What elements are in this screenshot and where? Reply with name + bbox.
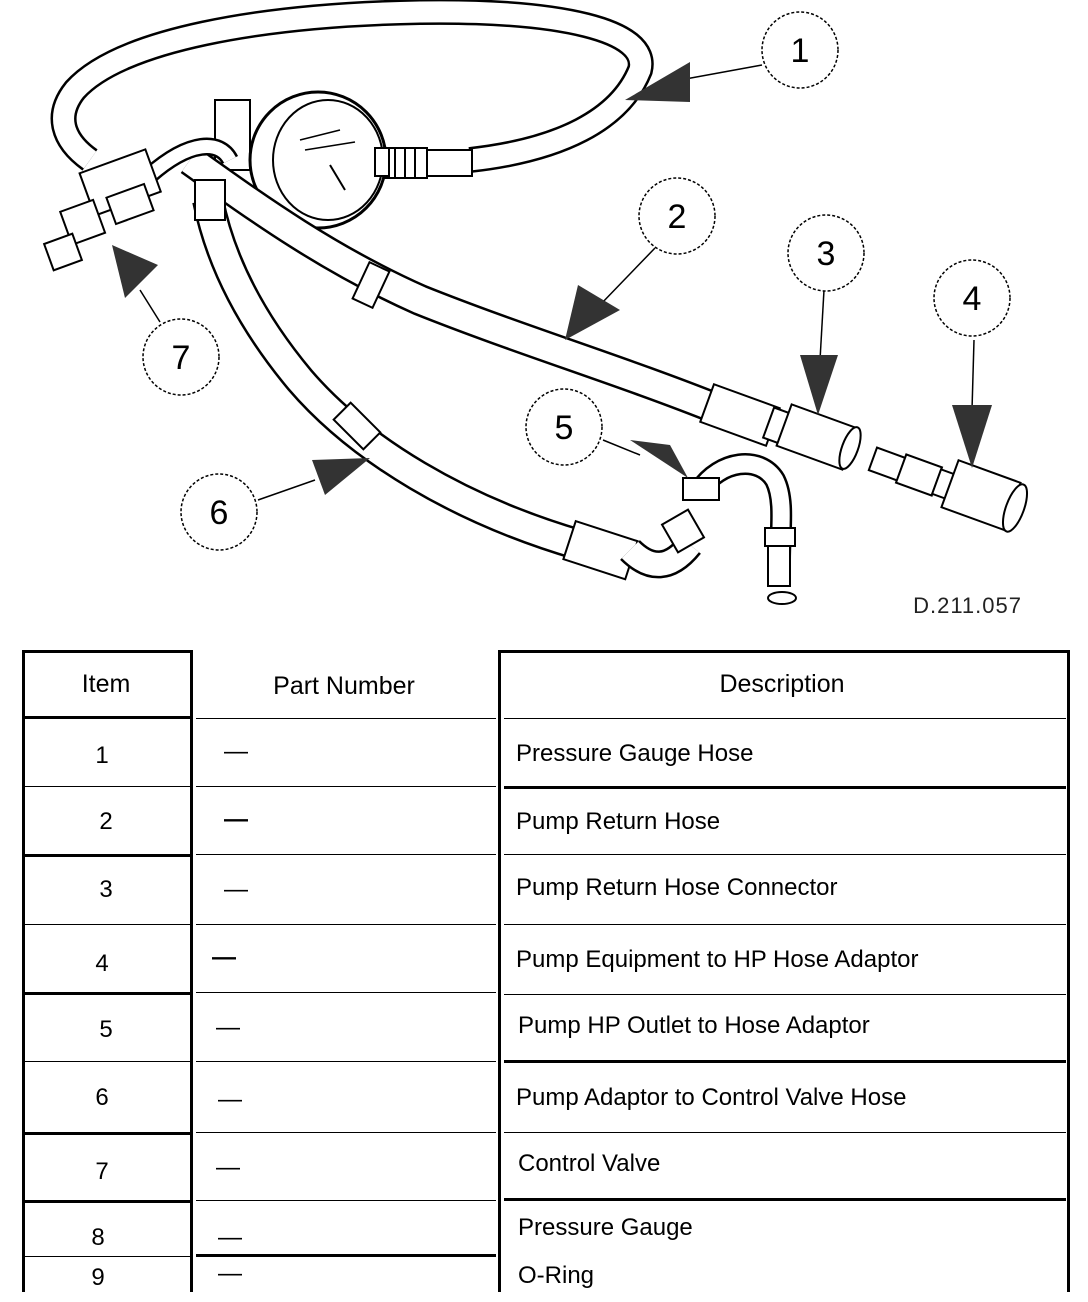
row-divider bbox=[504, 718, 1066, 719]
table-border-top bbox=[22, 650, 190, 653]
svg-text:3: 3 bbox=[817, 235, 836, 273]
row-description: O-Ring bbox=[518, 1262, 595, 1289]
callout-3: 3 bbox=[787, 214, 865, 292]
row-divider bbox=[22, 1200, 190, 1203]
row-part-number: — bbox=[224, 876, 248, 903]
row-part-number: — bbox=[216, 1014, 240, 1041]
row-divider bbox=[22, 1061, 190, 1062]
row-divider bbox=[196, 924, 496, 925]
svg-text:5: 5 bbox=[555, 409, 574, 447]
row-divider bbox=[196, 992, 496, 993]
row-divider bbox=[196, 1254, 496, 1257]
leader-arrows bbox=[112, 62, 992, 501]
row-divider bbox=[22, 1132, 190, 1135]
row-item-number: 8 bbox=[91, 1224, 105, 1251]
callout-6: 6 bbox=[180, 473, 258, 551]
header-description: Description bbox=[719, 670, 845, 698]
row-description: Pressure Gauge Hose bbox=[516, 740, 754, 767]
row-divider bbox=[22, 992, 190, 995]
row-description: Pump HP Outlet to Hose Adaptor bbox=[518, 1012, 870, 1039]
row-part-number: — bbox=[224, 806, 248, 833]
row-item-number: 4 bbox=[95, 950, 109, 977]
hose-assembly-diagram: 1 2 3 4 5 6 7 D.211.057 bbox=[42, 0, 1029, 618]
row-divider bbox=[22, 786, 190, 787]
callout-5: 5 bbox=[525, 388, 603, 466]
row-item-number: 6 bbox=[95, 1084, 109, 1111]
callout-4: 4 bbox=[933, 259, 1011, 337]
row-item-number: 3 bbox=[99, 876, 113, 903]
row-divider bbox=[196, 718, 496, 719]
control-valve-hose-drawing bbox=[192, 179, 706, 581]
row-divider bbox=[504, 1198, 1066, 1201]
parts-table: Item Part Number Description 1 — Pressur… bbox=[22, 650, 1070, 1292]
drawing-code: D.211.057 bbox=[913, 593, 1022, 618]
row-divider bbox=[22, 854, 190, 857]
row-divider bbox=[196, 786, 496, 787]
svg-text:6: 6 bbox=[210, 494, 229, 532]
callout-1: 1 bbox=[761, 11, 839, 89]
row-description: Pressure Gauge bbox=[518, 1214, 693, 1241]
row-description: Control Valve bbox=[518, 1150, 661, 1177]
table-border-left bbox=[22, 650, 25, 1292]
row-divider bbox=[196, 1132, 496, 1133]
row-description: Pump Adaptor to Control Valve Hose bbox=[516, 1084, 907, 1111]
row-description: Pump Return Hose bbox=[516, 808, 721, 835]
svg-text:7: 7 bbox=[172, 339, 191, 377]
svg-text:2: 2 bbox=[668, 198, 687, 236]
row-divider bbox=[22, 924, 190, 925]
hp-outlet-adaptor-drawing bbox=[682, 453, 797, 605]
row-divider bbox=[196, 1200, 496, 1201]
arrow-6-icon bbox=[312, 458, 370, 495]
row-divider bbox=[504, 1060, 1066, 1063]
row-divider bbox=[22, 716, 190, 719]
row-item-number: 7 bbox=[95, 1158, 109, 1185]
row-item-number: 1 bbox=[95, 742, 109, 769]
arrow-4-icon bbox=[952, 405, 992, 468]
arrow-1-icon bbox=[625, 62, 690, 102]
header-item: Item bbox=[81, 670, 131, 698]
table-border-right bbox=[1067, 650, 1070, 1292]
row-divider bbox=[196, 854, 496, 855]
row-divider bbox=[22, 1256, 190, 1257]
row-item-number: 2 bbox=[99, 808, 113, 835]
row-part-number: — bbox=[216, 1154, 240, 1181]
row-part-number: — bbox=[224, 738, 248, 765]
pump-return-hose-drawing bbox=[180, 146, 782, 448]
callout-7: 7 bbox=[142, 318, 220, 396]
hp-hose-adaptor-drawing bbox=[867, 446, 1029, 533]
pressure-gauge-drawing bbox=[214, 90, 390, 230]
arrow-7-icon bbox=[112, 245, 158, 298]
svg-text:1: 1 bbox=[791, 32, 810, 70]
arrow-5-icon bbox=[630, 440, 688, 478]
header-part-number: Part Number bbox=[273, 672, 415, 700]
column-divider bbox=[190, 650, 193, 1292]
row-divider bbox=[504, 924, 1066, 925]
row-divider bbox=[504, 854, 1066, 855]
column-divider bbox=[498, 650, 501, 1292]
row-item-number: 9 bbox=[91, 1264, 105, 1291]
row-description: Pump Return Hose Connector bbox=[516, 874, 838, 901]
row-part-number: — bbox=[218, 1260, 242, 1287]
svg-text:4: 4 bbox=[963, 280, 982, 318]
row-part-number: — bbox=[218, 1224, 242, 1251]
arrow-2-icon bbox=[565, 285, 620, 340]
callout-2: 2 bbox=[638, 177, 716, 255]
table-border-top bbox=[498, 650, 1070, 653]
control-valve-drawing bbox=[42, 137, 239, 272]
return-hose-connector-drawing bbox=[761, 403, 862, 471]
row-item-number: 5 bbox=[99, 1016, 113, 1043]
row-divider bbox=[504, 994, 1066, 995]
row-description: Pump Equipment to HP Hose Adaptor bbox=[516, 946, 919, 973]
arrow-3-icon bbox=[800, 355, 838, 415]
row-divider bbox=[196, 1061, 496, 1062]
row-part-number: — bbox=[212, 944, 236, 971]
row-divider bbox=[504, 1132, 1066, 1133]
row-divider bbox=[504, 786, 1066, 789]
row-part-number: — bbox=[218, 1086, 242, 1113]
